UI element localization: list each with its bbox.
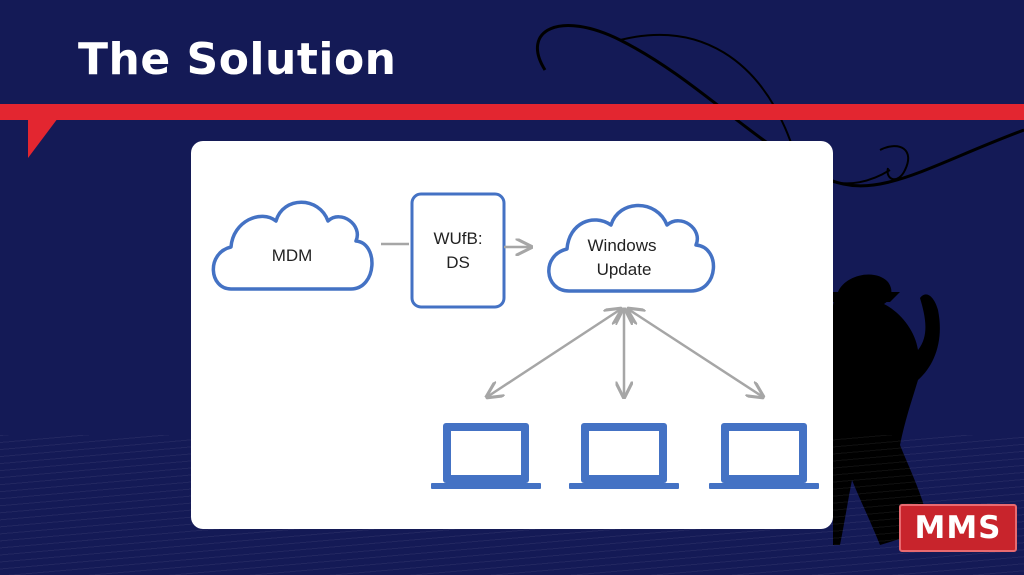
windows-update-label-line2: Update (597, 260, 652, 279)
laptop-icon (569, 423, 679, 489)
wufb-ds-box: WUfB: DS (410, 192, 506, 309)
mms-logo: MMS (899, 504, 1017, 552)
laptop-icon (431, 423, 541, 489)
windows-update-cloud: Windows Update (547, 203, 716, 293)
wufb-label-line1: WUfB: (433, 229, 482, 248)
wufb-label-line2: DS (446, 253, 470, 272)
mdm-label: MDM (272, 246, 313, 265)
diagram-card: MDM WUfB: DS Windows Update (191, 141, 833, 529)
mdm-cloud: MDM (211, 200, 374, 291)
cloud-icon (211, 200, 374, 291)
windows-update-label-line1: Windows (588, 236, 657, 255)
arrow-windows-update-laptop-1 (487, 309, 621, 397)
title-underline-bar (0, 104, 1024, 120)
arrow-windows-update-laptop-3 (628, 309, 763, 397)
laptop-icon (709, 423, 819, 489)
title-bar-tab (28, 118, 58, 158)
cloud-icon (547, 203, 716, 293)
diagram: MDM WUfB: DS Windows Update (211, 192, 819, 489)
page-title: The Solution (78, 34, 397, 85)
